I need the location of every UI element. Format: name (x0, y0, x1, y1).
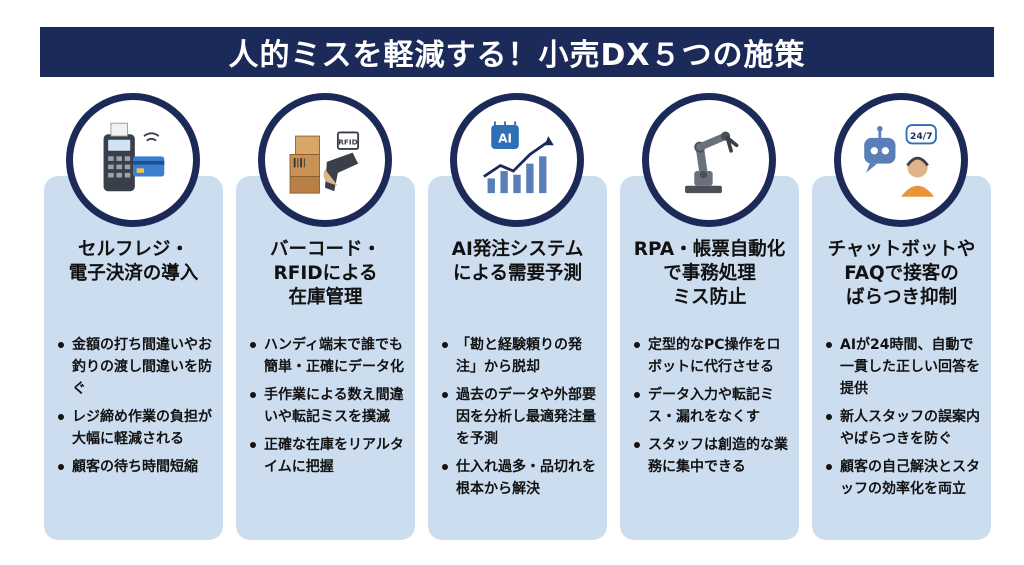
card-rpa: RPA・帳票自動化 で事務処理 ミス防止 定型的なPC操作をロボットに代行させる… (620, 176, 799, 540)
card-title: チャットボットや FAQで接客の ばらつき抑制 (812, 238, 991, 310)
bullet-item: 手作業による数え間違いや転記ミスを撲滅 (250, 384, 409, 428)
bullet-item: 顧客の待ち時間短縮 (58, 456, 217, 478)
bullet-item: 仕入れ過多・品切れを根本から解決 (442, 456, 601, 500)
ai-chart-icon: AI (450, 93, 584, 227)
bullet-item: 「勘と経験頼りの発注」から脱却 (442, 334, 601, 378)
robot-arm-icon (642, 93, 776, 227)
card-title-line: による需要予測 (453, 263, 582, 284)
card-title-line: ミス防止 (672, 287, 747, 308)
card-title-line: FAQで接客の (844, 263, 959, 284)
barcode-scanner-icon: RFID (258, 93, 392, 227)
card-title: セルフレジ・ 電子決済の導入 (44, 238, 223, 286)
bullet-list: ハンディ端末で誰でも簡単・正確にデータ化 手作業による数え間違いや転記ミスを撲滅… (250, 334, 409, 484)
card-title: RPA・帳票自動化 で事務処理 ミス防止 (620, 238, 799, 310)
bullet-list: 金額の打ち間違いやお釣りの渡し間違いを防ぐ レジ締め作業の負担が大幅に軽減される… (58, 334, 217, 484)
card-title-line: チャットボットや (827, 239, 976, 260)
ai-chip-label: AI (498, 132, 512, 146)
card-title: AI発注システム による需要予測 (428, 238, 607, 286)
bullet-item: レジ締め作業の負担が大幅に軽減される (58, 406, 217, 450)
bullet-item: 顧客の自己解決とスタッフの効率化を両立 (826, 456, 985, 500)
bullet-item: 金額の打ち間違いやお釣りの渡し間違いを防ぐ (58, 334, 217, 400)
card-title-line: 電子決済の導入 (68, 263, 199, 284)
bullet-list: 「勘と経験頼りの発注」から脱却 過去のデータや外部要因を分析し最適発注量を予測 … (442, 334, 601, 506)
card-self-checkout: セルフレジ・ 電子決済の導入 金額の打ち間違いやお釣りの渡し間違いを防ぐ レジ締… (44, 176, 223, 540)
card-title-line: セルフレジ・ (77, 239, 189, 260)
bullet-item: 定型的なPC操作をロボットに代行させる (634, 334, 793, 378)
card-ai-ordering: AI発注システム による需要予測 「勘と経験頼りの発注」から脱却 過去のデータや… (428, 176, 607, 540)
bullet-item: 新人スタッフの誤案内やばらつきを防ぐ (826, 406, 985, 450)
bullet-item: AIが24時間、自動で一貫した正しい回答を提供 (826, 334, 985, 400)
bullet-item: 正確な在庫をリアルタイムに把握 (250, 434, 409, 478)
card-title-line: 在庫管理 (288, 287, 363, 308)
card-title-line: で事務処理 (663, 263, 756, 284)
chatbot-icon: 24/7 (834, 93, 968, 227)
card-title-line: RFIDによる (273, 263, 378, 284)
page-title: 人的ミスを軽減する！小売DX５つの施策 (228, 38, 806, 73)
card-chatbot: チャットボットや FAQで接客の ばらつき抑制 AIが24時間、自動で一貫した正… (812, 176, 991, 540)
card-title-line: ばらつき抑制 (845, 287, 957, 308)
bullet-item: データ入力や転記ミス・漏れをなくす (634, 384, 793, 428)
card-title-line: RPA・帳票自動化 (633, 239, 786, 260)
bullet-item: スタッフは創造的な業務に集中できる (634, 434, 793, 478)
rfid-tag-label: RFID (338, 137, 358, 146)
support-hours-label: 24/7 (910, 131, 933, 142)
pos-terminal-icon (66, 93, 200, 227)
bullet-item: ハンディ端末で誰でも簡単・正確にデータ化 (250, 334, 409, 378)
bullet-list: 定型的なPC操作をロボットに代行させる データ入力や転記ミス・漏れをなくす スタ… (634, 334, 793, 484)
card-title-line: バーコード・ (269, 239, 381, 260)
card-title-line: AI発注システム (451, 239, 584, 260)
card-title: バーコード・ RFIDによる 在庫管理 (236, 238, 415, 310)
card-barcode-rfid: バーコード・ RFIDによる 在庫管理 ハンディ端末で誰でも簡単・正確にデータ化… (236, 176, 415, 540)
bullet-item: 過去のデータや外部要因を分析し最適発注量を予測 (442, 384, 601, 450)
bullet-list: AIが24時間、自動で一貫した正しい回答を提供 新人スタッフの誤案内やばらつきを… (826, 334, 985, 506)
title-banner: 人的ミスを軽減する！小売DX５つの施策 (40, 27, 994, 77)
